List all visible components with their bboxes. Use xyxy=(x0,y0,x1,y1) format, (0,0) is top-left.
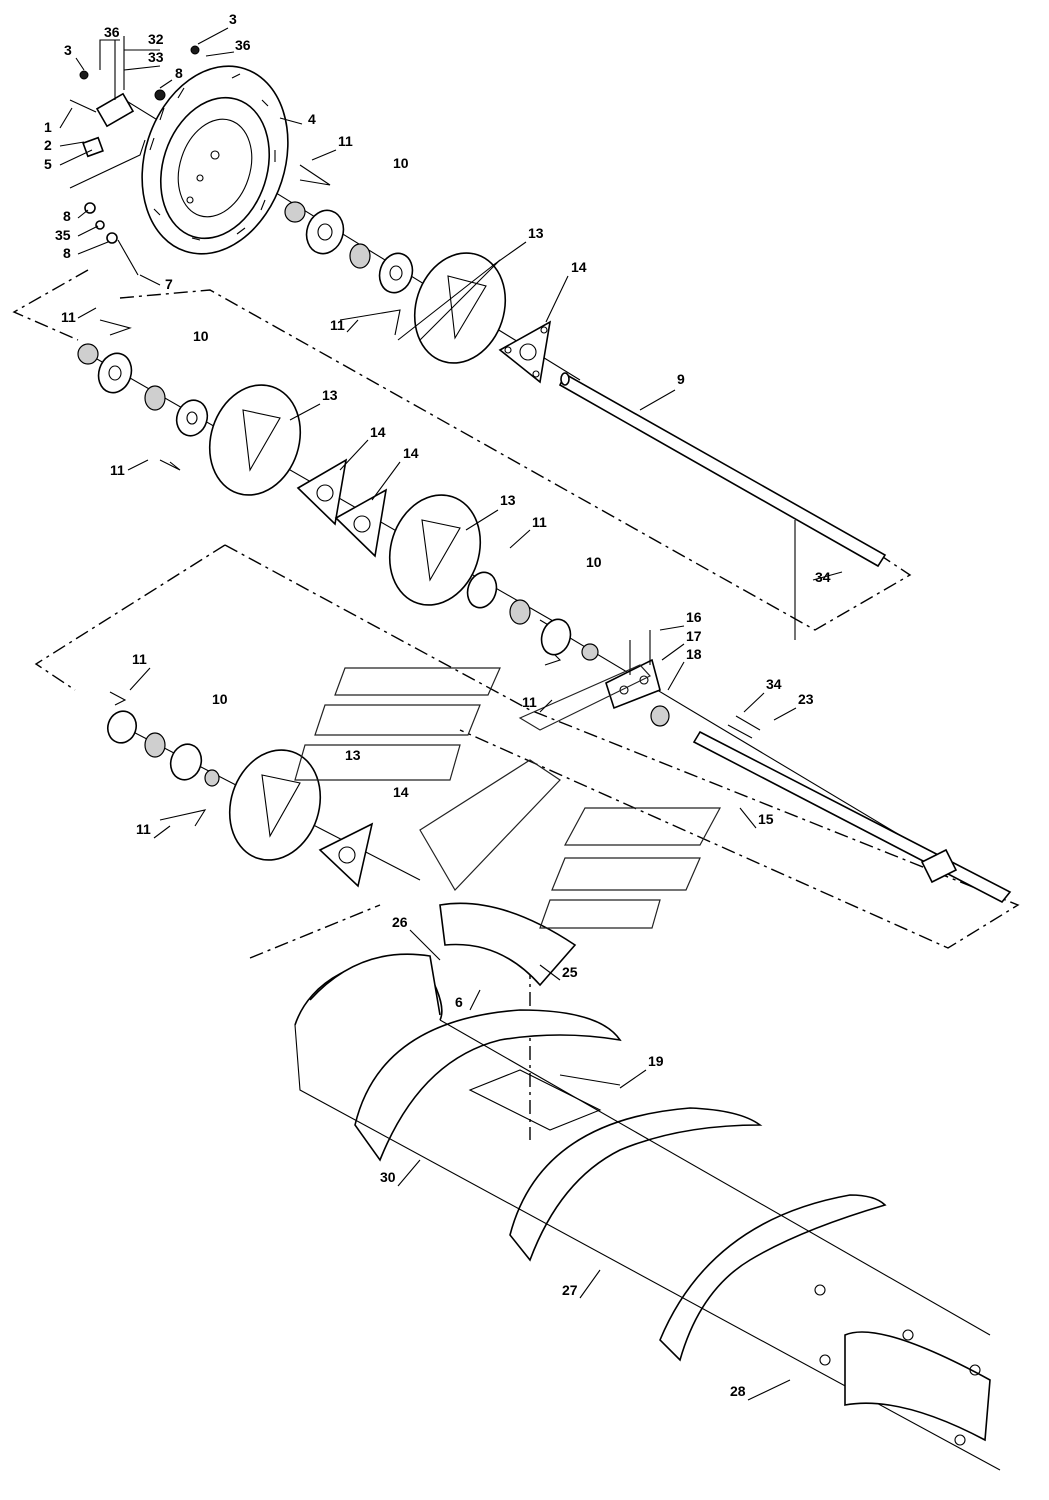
callout-3: 3 xyxy=(229,11,237,27)
flange-part-14-1 xyxy=(498,320,552,384)
callout-8: 8 xyxy=(63,208,71,224)
watermark-logo xyxy=(294,664,722,929)
callout-13: 13 xyxy=(528,225,544,241)
callout-11: 11 xyxy=(338,133,353,149)
disc-part-13-1 xyxy=(413,252,507,364)
callout-16: 16 xyxy=(686,609,702,625)
shaft-part-9 xyxy=(558,372,887,568)
callout-14: 14 xyxy=(393,784,409,800)
auger-flighting xyxy=(294,902,1001,1471)
callout-11: 11 xyxy=(110,462,125,478)
callout-8: 8 xyxy=(63,245,71,261)
callout-11: 11 xyxy=(330,317,345,333)
callout-11: 11 xyxy=(532,514,547,530)
callout-34: 34 xyxy=(766,676,782,692)
callout-11: 11 xyxy=(61,309,76,325)
bearing-set-1 xyxy=(284,201,414,294)
shaft-part-15 xyxy=(692,715,1012,904)
callout-10: 10 xyxy=(212,691,228,707)
callout-7: 7 xyxy=(165,276,173,292)
callout-9: 9 xyxy=(677,371,685,387)
bearing-set-4 xyxy=(106,710,220,787)
callout-8: 8 xyxy=(175,65,183,81)
callout-ticks xyxy=(59,27,843,1401)
callout-10: 10 xyxy=(193,328,209,344)
callout-14: 14 xyxy=(571,259,587,275)
flange-part-14-3 xyxy=(334,488,388,558)
disc-part-13-3 xyxy=(388,494,482,606)
callout-25: 25 xyxy=(562,964,578,980)
callout-11: 11 xyxy=(132,651,147,667)
callout-28: 28 xyxy=(730,1383,746,1399)
spacer-part-18 xyxy=(650,705,670,727)
callout-4: 4 xyxy=(308,111,316,127)
callout-35: 35 xyxy=(55,227,71,243)
callout-18: 18 xyxy=(686,646,702,662)
callout-3: 3 xyxy=(64,42,72,58)
callout-33: 33 xyxy=(148,49,164,65)
phantom-lines xyxy=(12,269,1020,1140)
hub-assembly xyxy=(69,36,200,276)
callout-10: 10 xyxy=(393,155,409,171)
disc-part-13-4 xyxy=(228,749,322,861)
bearing-set-3 xyxy=(466,571,599,661)
callout-19: 19 xyxy=(648,1053,664,1069)
flange-part-14-4 xyxy=(318,822,374,888)
disc-part-13-2 xyxy=(208,384,302,496)
callout-32: 32 xyxy=(148,31,164,47)
callout-36: 36 xyxy=(235,37,251,53)
callout-1: 1 xyxy=(44,119,52,135)
callout-30: 30 xyxy=(380,1169,396,1185)
callout-10: 10 xyxy=(586,554,602,570)
callout-13: 13 xyxy=(500,492,516,508)
callout-2: 2 xyxy=(44,137,52,153)
callout-27: 27 xyxy=(562,1282,578,1298)
callout-14: 14 xyxy=(370,424,386,440)
bracket-part-17 xyxy=(605,630,661,710)
callout-labels: 36 32 33 3 8 3 36 1 2 5 4 11 10 8 35 8 7… xyxy=(44,11,831,1399)
callout-6: 6 xyxy=(455,994,463,1010)
callout-13: 13 xyxy=(345,747,361,763)
callout-36: 36 xyxy=(104,24,120,40)
callout-14: 14 xyxy=(403,445,419,461)
bearing-set-2 xyxy=(77,343,209,437)
end-disc-part-4 xyxy=(141,65,289,255)
callout-11: 11 xyxy=(136,821,151,837)
callout-5: 5 xyxy=(44,156,52,172)
flange-part-14-2 xyxy=(296,458,348,526)
callout-11: 11 xyxy=(522,694,537,710)
callout-23: 23 xyxy=(798,691,814,707)
callout-13: 13 xyxy=(322,387,338,403)
callout-15: 15 xyxy=(758,811,774,827)
callout-17: 17 xyxy=(686,628,702,644)
callout-26: 26 xyxy=(392,914,408,930)
